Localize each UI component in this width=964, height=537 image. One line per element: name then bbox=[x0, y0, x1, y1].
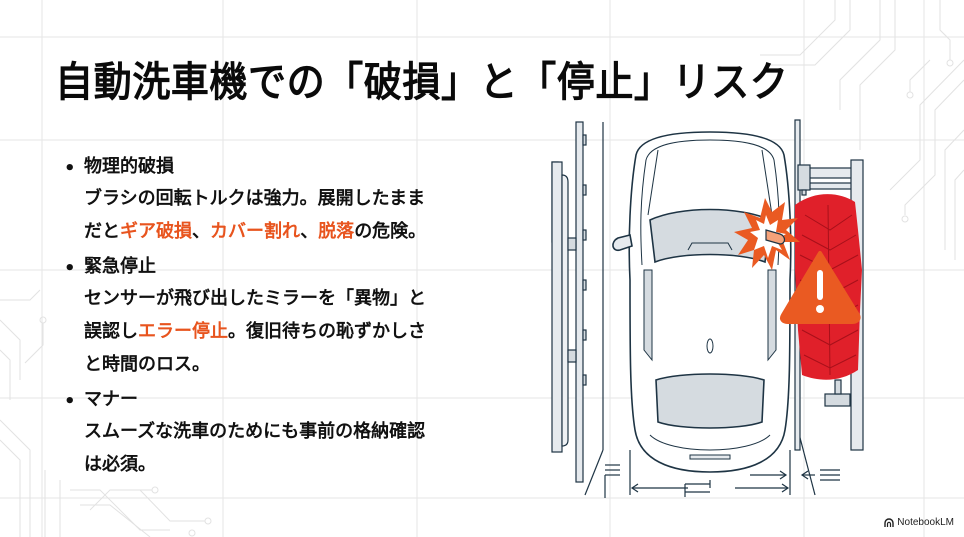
car-wash-illustration bbox=[551, 119, 864, 498]
text-segment: センサーが飛び出したミラーを「異物」と bbox=[84, 288, 426, 309]
text-segment: は必須。 bbox=[84, 454, 156, 475]
bullet-physical-damage: • 物理的破損 ブラシの回転トルクは強力。展開したまま だとギア破損、カバー割れ… bbox=[62, 156, 502, 248]
bullet-manners: • マナー スムーズな洗車のためにも事前の格納確認 は必須。 bbox=[62, 389, 502, 481]
bullet-dot: • bbox=[64, 258, 76, 279]
highlight-detach: 脱落 bbox=[318, 221, 355, 242]
brand-label: NotebookLM bbox=[897, 517, 954, 528]
warning-triangle-icon bbox=[779, 251, 861, 324]
text-segment: 。復旧待ちの恥ずかしさ bbox=[228, 321, 426, 342]
bullet-body: ブラシの回転トルクは強力。展開したまま だとギア破損、カバー割れ、脱落の危険。 bbox=[84, 182, 502, 248]
text-segment: 、 bbox=[192, 221, 210, 242]
left-wash-rail-icon bbox=[551, 121, 587, 483]
side-mirror-icon bbox=[765, 229, 786, 245]
highlight-cover-crack: カバー割れ bbox=[210, 221, 301, 242]
bullet-heading: マナー bbox=[84, 389, 138, 410]
text-segment: と時間のロス。 bbox=[84, 354, 210, 375]
bullet-dot: • bbox=[64, 391, 76, 412]
highlight-error-stop: エラー停止 bbox=[138, 321, 228, 342]
notebooklm-watermark: NotebookLM bbox=[884, 517, 954, 528]
text-segment: 、 bbox=[300, 221, 319, 242]
highlight-gear-damage: ギア破損 bbox=[120, 221, 192, 242]
slide-title: 自動洗車機での「破損」と「停止」リスク bbox=[55, 58, 789, 106]
bullet-body: スムーズな洗車のためにも事前の格納確認 は必須。 bbox=[84, 415, 502, 481]
text-segment: スムーズな洗車のためにも事前の格納確認 bbox=[84, 421, 426, 442]
text-segment: 誤認し bbox=[84, 321, 138, 342]
car-icon bbox=[612, 131, 792, 473]
bullet-list: • 物理的破損 ブラシの回転トルクは強力。展開したまま だとギア破損、カバー割れ… bbox=[62, 156, 502, 489]
bullet-heading: 緊急停止 bbox=[84, 256, 156, 277]
notebooklm-logo-icon bbox=[884, 517, 894, 527]
dimension-lines bbox=[604, 450, 840, 498]
text-segment: だと bbox=[84, 221, 120, 242]
bullet-dot: • bbox=[64, 158, 76, 179]
bullet-body: センサーが飛び出したミラーを「異物」と 誤認しエラー停止。復旧待ちの恥ずかしさ … bbox=[84, 282, 502, 381]
bullet-heading: 物理的破損 bbox=[84, 156, 174, 177]
bullet-emergency-stop: • 緊急停止 センサーが飛び出したミラーを「異物」と 誤認しエラー停止。復旧待ち… bbox=[62, 256, 502, 381]
text-segment: の危険。 bbox=[354, 221, 427, 242]
text-segment: ブラシの回転トルクは強力。展開したまま bbox=[84, 188, 426, 209]
